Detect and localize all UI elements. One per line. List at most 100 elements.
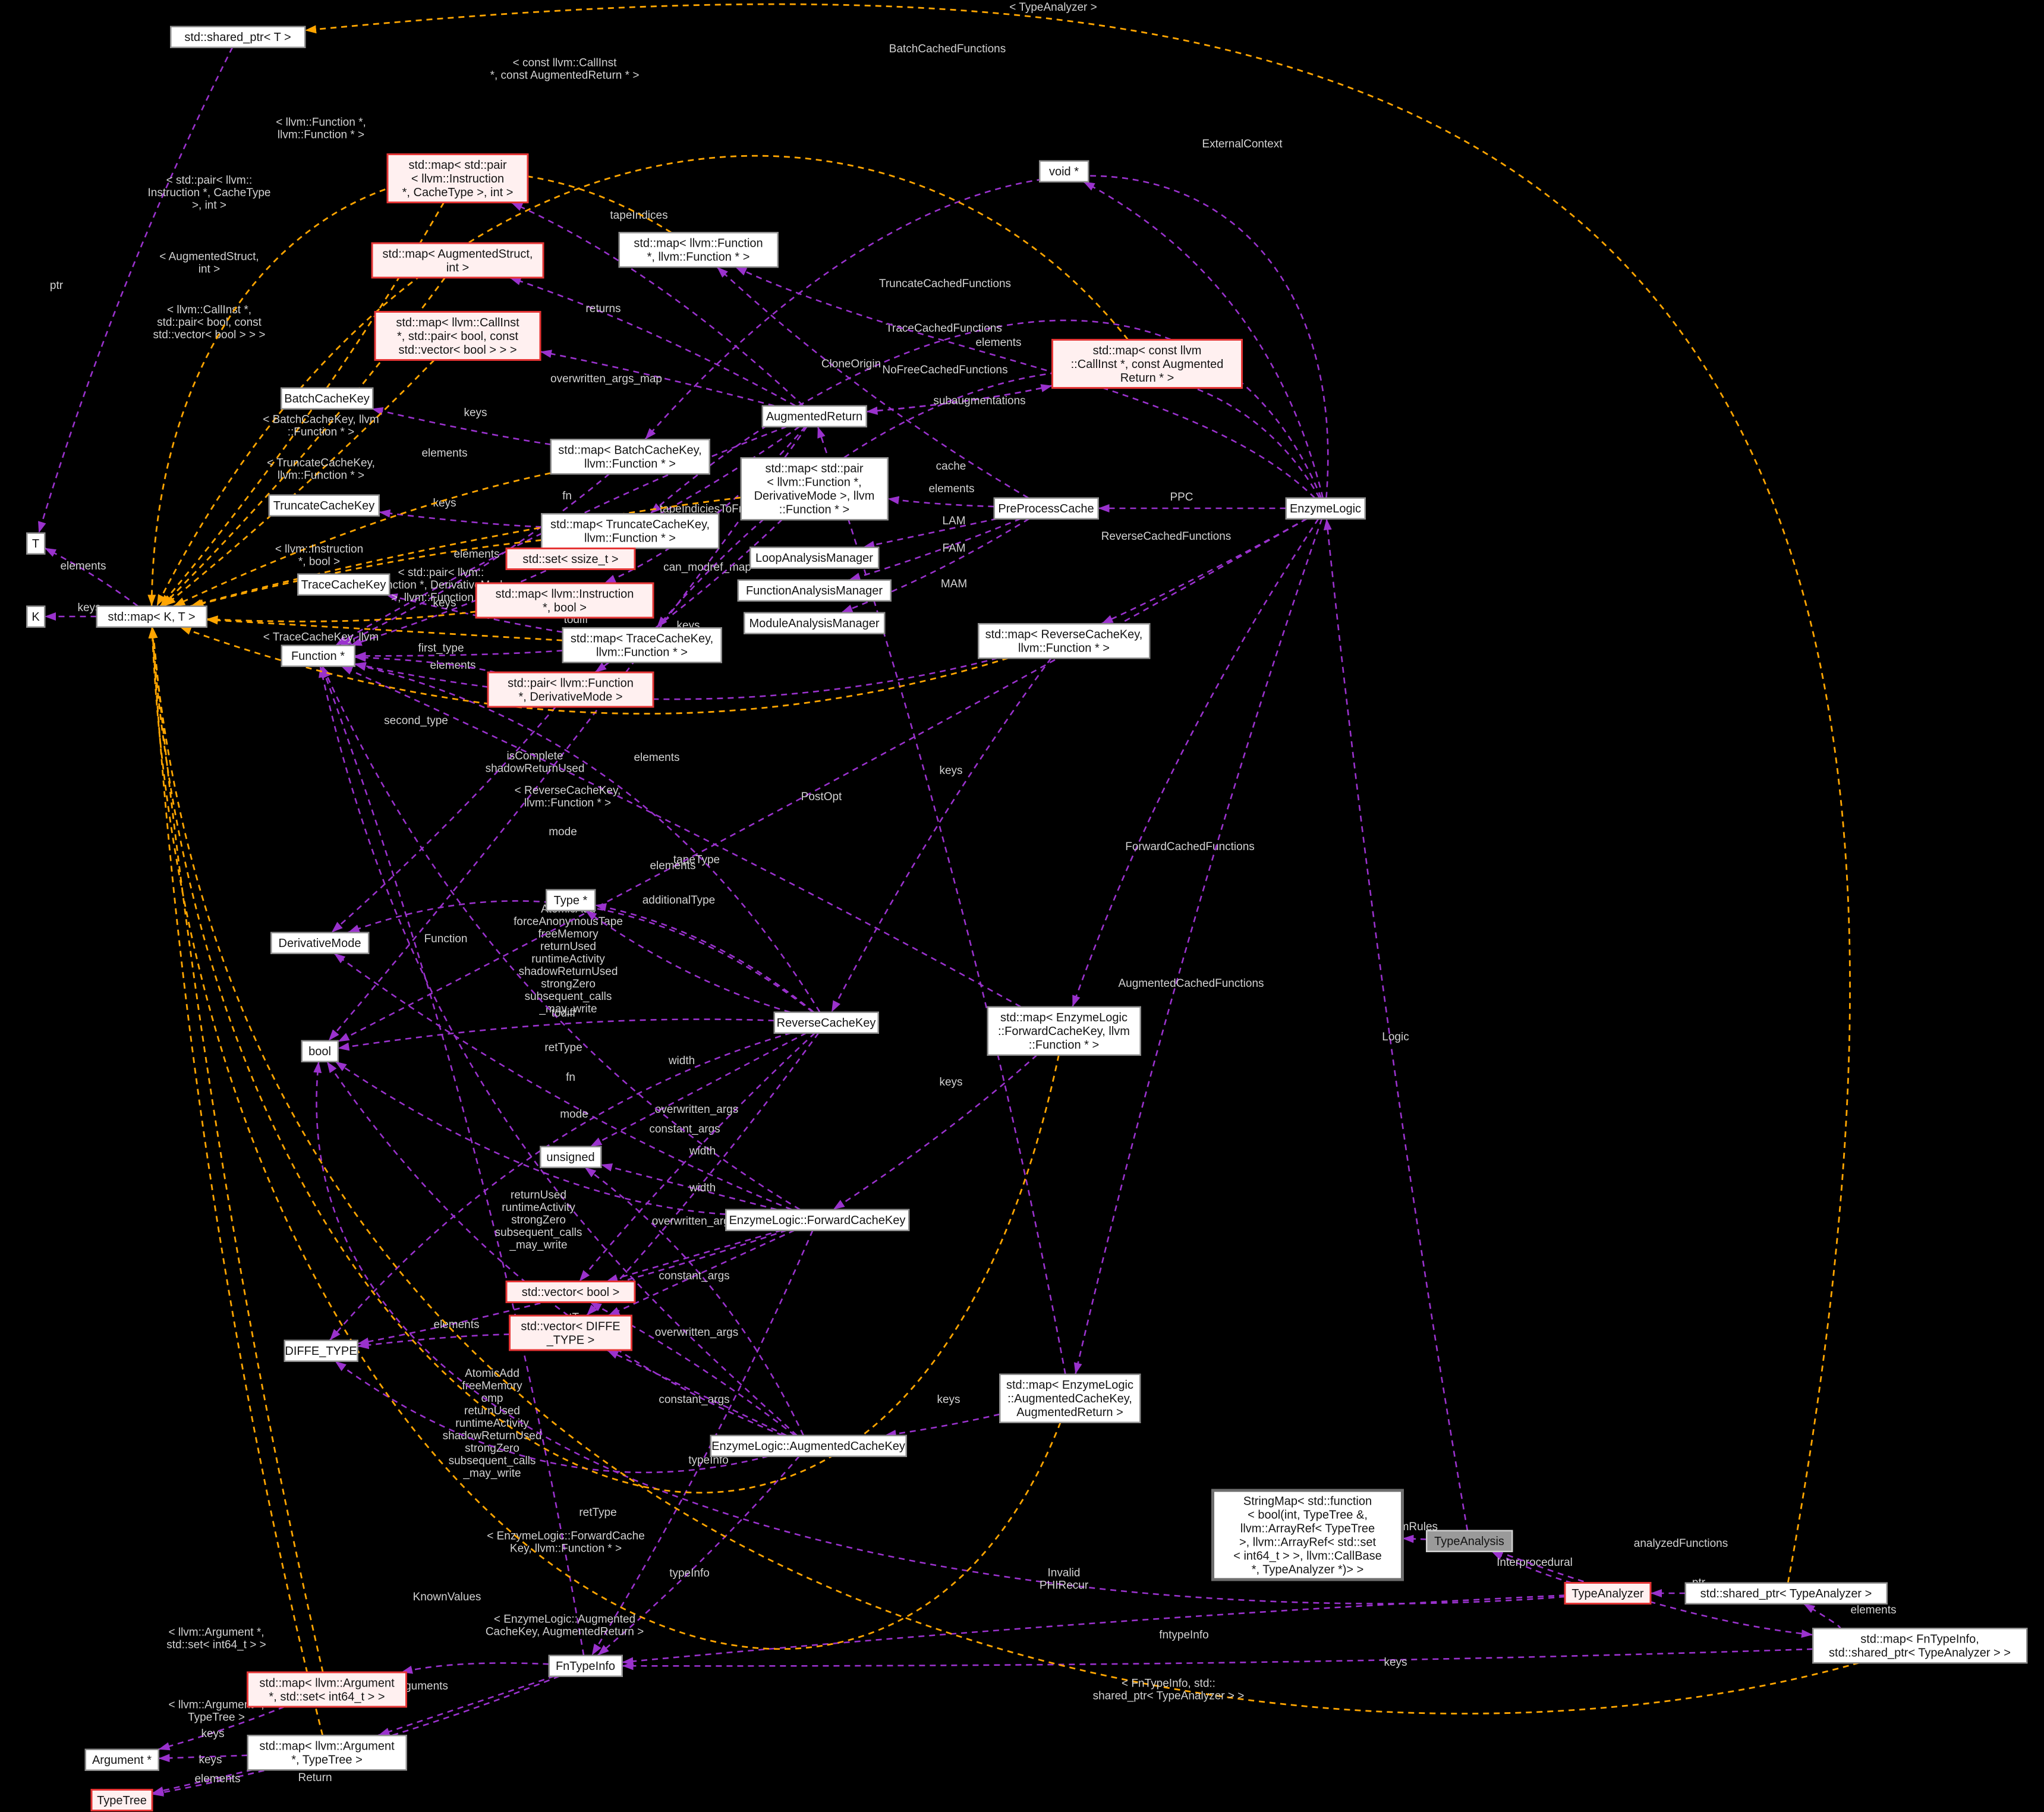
node-label: StringMap< std::function< bool(int, Type… — [1233, 1495, 1382, 1577]
edge-map_batch-batchkey — [371, 407, 551, 445]
node-map_augstruct[interactable]: std::map< AugmentedStruct,int > — [371, 242, 544, 279]
edge-fwdkey-unsigned_box — [600, 1163, 777, 1210]
edge-label: keys — [939, 1076, 962, 1089]
edge-revkey-unsigned_box — [590, 1032, 807, 1147]
edge-label: elements — [194, 1773, 240, 1785]
node-map_arg_tt[interactable]: std::map< llvm::Argument*, TypeTree > — [247, 1734, 407, 1771]
edge-label: CloneOrigin — [821, 358, 881, 370]
node-map_arg_set[interactable]: std::map< llvm::Argument*, std::set< int… — [247, 1671, 407, 1708]
edge-label: AugmentedCachedFunctions — [1118, 977, 1264, 990]
node-arg_ptr[interactable]: Argument * — [84, 1748, 159, 1771]
edge-augkey-diffe_type — [334, 1360, 769, 1474]
node-label: std::map< EnzymeLogic::ForwardCacheKey, … — [998, 1011, 1130, 1052]
edge-label: ptr — [50, 279, 64, 292]
node-sp_ta[interactable]: std::shared_ptr< TypeAnalyzer > — [1684, 1582, 1888, 1605]
node-map_batch[interactable]: std::map< BatchCacheKey,llvm::Function *… — [550, 438, 710, 475]
edge-label: keys — [201, 1728, 224, 1740]
node-box — [509, 1314, 632, 1351]
node-unsigned_box[interactable]: unsigned — [539, 1146, 602, 1168]
node-box — [562, 627, 722, 663]
edge-label: < llvm::Argument *,TypeTree > — [168, 1699, 264, 1724]
edge-label: subaugmentations — [933, 395, 1025, 407]
node-label: T — [32, 537, 39, 550]
node-map_trace[interactable]: std::map< TraceCacheKey,llvm::Function *… — [562, 627, 722, 663]
node-typetree[interactable]: TypeTree — [90, 1789, 153, 1811]
node-fam[interactable]: FunctionAnalysisManager — [737, 579, 892, 602]
node-map_fn_fn[interactable]: std::map< llvm::Function*, llvm::Functio… — [618, 231, 779, 268]
edge-map_batch-map_k_t — [173, 472, 551, 607]
node-stringmap[interactable]: StringMap< std::function< bool(int, Type… — [1211, 1489, 1404, 1581]
node-sharedptr_t[interactable]: std::shared_ptr< T > — [169, 26, 306, 48]
edge-augret-bool_box — [327, 426, 808, 1042]
node-typeanalyzer[interactable]: TypeAnalyzer — [1564, 1582, 1652, 1605]
edge-map_aug-augret — [817, 426, 1066, 1374]
node-voidptr[interactable]: void * — [1038, 160, 1089, 183]
node-vec_bool[interactable]: std::vector< bool > — [505, 1281, 636, 1303]
edge-label: < llvm::Argument *,std::set< int64_t > > — [166, 1627, 266, 1651]
node-revkey[interactable]: ReverseCacheKey — [773, 1011, 879, 1034]
node-tracekey[interactable]: TraceCacheKey — [297, 573, 390, 596]
node-fntypeinfo[interactable]: FnTypeInfo — [548, 1654, 623, 1677]
node-k_box[interactable]: K — [26, 605, 46, 628]
node-bool_box[interactable]: bool — [301, 1040, 339, 1062]
node-label: std::set< ssize_t > — [522, 553, 618, 566]
node-vec_diffe[interactable]: std::vector< DIFFE_TYPE > — [509, 1314, 632, 1351]
node-batchkey[interactable]: BatchCacheKey — [280, 387, 374, 410]
edge-label: cache — [936, 460, 966, 473]
node-map_pair_fn[interactable]: std::map< std::pair< llvm::Function *,De… — [740, 457, 889, 521]
edge-fwdkey-derivmode — [333, 952, 792, 1210]
edge-fntypeinfo-map_arg_set — [401, 1662, 549, 1674]
node-t_box[interactable]: T — [26, 532, 46, 555]
node-mam[interactable]: ModuleAnalysisManager — [743, 612, 886, 634]
node-ppc[interactable]: PreProcessCache — [993, 497, 1099, 520]
node-type_ptr[interactable]: Type * — [545, 889, 596, 911]
node-map_k_t[interactable]: std::map< K, T > — [96, 605, 207, 628]
edge-map_trunc-trunckey — [379, 509, 542, 528]
node-label: std::pair< llvm::Function*, DerivativeMo… — [508, 677, 634, 704]
node-map_trunc[interactable]: std::map< TruncateCacheKey,llvm::Functio… — [540, 512, 720, 549]
node-label: DIFFE_TYPE — [285, 1345, 357, 1358]
node-box — [999, 1373, 1141, 1423]
node-map_inst_bool[interactable]: std::map< llvm::Instruction*, bool > — [475, 582, 654, 619]
edge-map_arg_set-arg_ptr — [158, 1706, 285, 1751]
edge-map_augstruct-map_k_t — [161, 277, 446, 607]
node-enzymelogic[interactable]: EnzymeLogic — [1285, 497, 1366, 520]
node-map_fwd[interactable]: std::map< EnzymeLogic::ForwardCacheKey, … — [987, 1006, 1141, 1056]
node-map_aug[interactable]: std::map< EnzymeLogic::AugmentedCacheKey… — [999, 1373, 1141, 1423]
edge-label: keys — [199, 1754, 222, 1766]
node-augret[interactable]: AugmentedReturn — [761, 405, 867, 427]
node-map_inst_ct[interactable]: std::map< std::pair< llvm::Instruction*,… — [386, 153, 529, 203]
node-map_ci_bv[interactable]: std::map< llvm::CallInst*, std::pair< bo… — [374, 311, 541, 361]
node-label: FnTypeInfo — [556, 1660, 615, 1673]
node-label: std::map< K, T > — [108, 611, 195, 624]
edge-label: elements — [650, 860, 695, 872]
node-box — [1684, 1582, 1888, 1605]
edge-map_pair_fn-map_k_t — [190, 496, 741, 608]
edge-revkey-vec_diffe — [585, 1032, 820, 1316]
node-label: bool — [308, 1045, 331, 1058]
node-label: std::map< const llvm::CallInst *, const … — [1071, 344, 1224, 385]
node-map_fnti_sp[interactable]: std::map< FnTypeInfo,std::shared_ptr< Ty… — [1812, 1627, 2028, 1664]
node-trunckey[interactable]: TruncateCacheKey — [268, 494, 380, 517]
node-box — [618, 231, 779, 268]
node-box — [487, 671, 654, 708]
edge-label: BatchCachedFunctions — [889, 43, 1006, 55]
node-label: std::map< llvm::Argument*, TypeTree > — [259, 1740, 395, 1767]
node-map_ci_ar[interactable]: std::map< const llvm::CallInst *, const … — [1051, 339, 1243, 389]
node-pair_fn_dm[interactable]: std::pair< llvm::Function*, DerivativeMo… — [487, 671, 654, 708]
edge-revkey-type_ptr — [594, 903, 814, 1013]
node-function_ptr[interactable]: Function * — [281, 644, 355, 667]
node-set_ssize[interactable]: std::set< ssize_t > — [505, 548, 636, 570]
node-typeanalysis[interactable]: TypeAnalysis — [1425, 1530, 1513, 1552]
node-derivmode[interactable]: DerivativeMode — [270, 932, 370, 954]
node-diffe_type[interactable]: DIFFE_TYPE — [284, 1339, 358, 1362]
edge-label: KnownValues — [413, 1591, 481, 1603]
node-map_reverse[interactable]: std::map< ReverseCacheKey,llvm::Function… — [977, 622, 1151, 659]
node-lam[interactable]: LoopAnalysisManager — [749, 546, 880, 569]
node-augkey[interactable]: EnzymeLogic::AugmentedCacheKey — [710, 1435, 907, 1457]
node-fwdkey[interactable]: EnzymeLogic::ForwardCacheKey — [725, 1209, 910, 1231]
node-label: AugmentedReturn — [766, 410, 862, 423]
